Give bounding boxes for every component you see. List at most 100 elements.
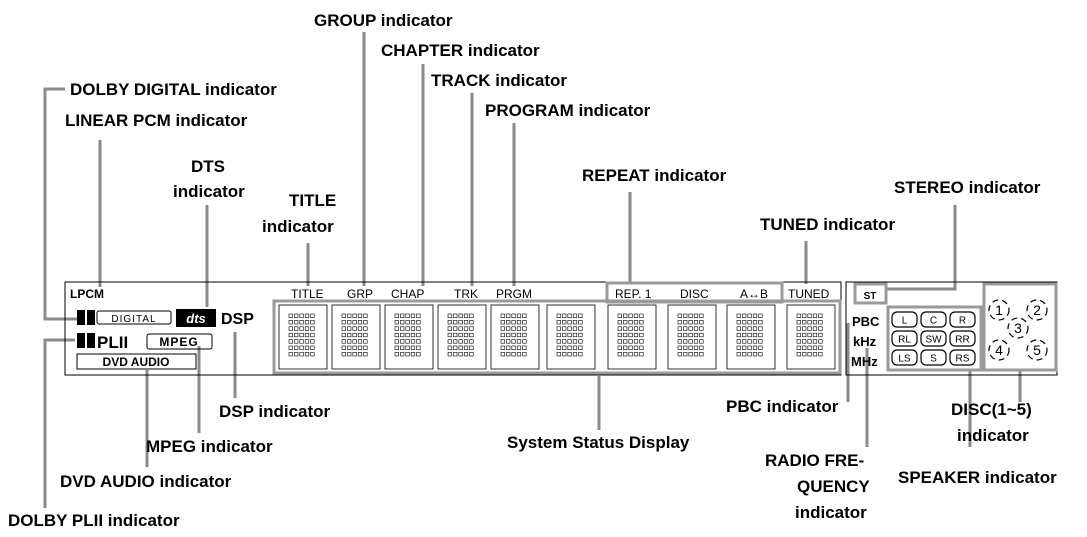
main-panel-border xyxy=(64,281,842,376)
callout-dts-1: DTS xyxy=(191,157,225,176)
dot-matrix-cell xyxy=(490,304,540,370)
callout-pbc: PBC indicator xyxy=(726,397,839,416)
dot-matrix-cells xyxy=(278,304,836,370)
disc-label: DISC xyxy=(680,287,709,301)
speaker-label: RS xyxy=(956,354,970,365)
speaker-sw-indicator: SW xyxy=(920,330,947,347)
grp-label: GRP xyxy=(347,287,373,301)
disc-number: 2 xyxy=(1033,302,1041,318)
dvd-audio-box xyxy=(76,353,197,370)
digital-label: DIGITAL xyxy=(111,314,156,325)
speaker-r-indicator: R xyxy=(949,311,976,328)
callout-dsp: DSP indicator xyxy=(219,402,331,421)
leader-stereo xyxy=(886,205,957,291)
disc-4-indicator: 4 xyxy=(988,339,1010,361)
tuned-label: TUNED xyxy=(788,287,830,301)
callout-labels: GROUP indicator CHAPTER indicator TRACK … xyxy=(8,11,1057,530)
speaker-ls-indicator: LS xyxy=(891,349,918,366)
disc-number: 3 xyxy=(1014,320,1022,336)
dot-matrix-cell xyxy=(331,304,381,370)
disc-frame xyxy=(982,282,1058,372)
disc-5-indicator: 5 xyxy=(1026,339,1048,361)
speaker-rl-indicator: RL xyxy=(891,330,918,347)
callout-chapter: CHAPTER indicator xyxy=(381,41,540,60)
dolby-d-right-icon xyxy=(87,310,95,325)
speaker-label: S xyxy=(930,354,937,365)
dts-logo: dts xyxy=(186,311,206,326)
lpcm-label: LPCM xyxy=(70,287,104,301)
callout-speaker: SPEAKER indicator xyxy=(898,468,1057,487)
callout-disc-1: DISC(1~5) xyxy=(951,400,1032,419)
dot-matrix-cell xyxy=(667,304,717,370)
dot-matrix-cell xyxy=(726,304,776,370)
callout-group: GROUP indicator xyxy=(314,11,453,30)
disc-3-indicator: 3 xyxy=(1007,317,1029,339)
khz-label: kHz xyxy=(853,334,877,349)
mpeg-box xyxy=(146,333,213,350)
callout-disc-2: indicator xyxy=(957,426,1029,445)
dts-logo-box xyxy=(176,309,216,327)
callout-radio-3: indicator xyxy=(795,503,867,522)
dolby-d-left-icon xyxy=(77,310,85,325)
callout-radio-1: RADIO FRE- xyxy=(765,451,864,470)
dot-matrix-cell xyxy=(384,304,434,370)
speaker-label: RL xyxy=(898,335,911,346)
callout-program: PROGRAM indicator xyxy=(485,101,651,120)
callout-repeat: REPEAT indicator xyxy=(582,166,727,185)
dot-matrix-cell xyxy=(546,304,596,370)
speaker-c-indicator: C xyxy=(920,311,947,328)
dot-matrix-cell xyxy=(278,304,328,370)
disc-numbers: 1 234 5 xyxy=(988,299,1048,361)
callout-title-1: TITLE xyxy=(289,191,336,210)
speaker-s-indicator: S xyxy=(920,349,947,366)
panel-frames xyxy=(64,281,1058,376)
ab-label: A↔B xyxy=(740,287,768,301)
disc-2-indicator: 2 xyxy=(1026,299,1048,321)
speaker-rr-indicator: RR xyxy=(949,330,976,347)
dolby-digital-logo xyxy=(77,310,95,325)
dolby-pl2-logo xyxy=(77,333,95,348)
callout-dolby-pl2: DOLBY PLII indicator xyxy=(8,511,180,530)
title-label: TITLE xyxy=(291,287,324,301)
speaker-rs-indicator: RS xyxy=(949,349,976,366)
dsp-label: DSP xyxy=(221,311,254,328)
callout-title-2: indicator xyxy=(262,217,334,236)
pl2-label: PLII xyxy=(97,333,128,352)
speaker-label: LS xyxy=(898,354,911,365)
dot-matrix-cell xyxy=(437,304,487,370)
callout-track: TRACK indicator xyxy=(431,71,567,90)
trk-label: TRK xyxy=(454,287,478,301)
leader-dolby-digital xyxy=(43,87,77,321)
callout-dvd-audio: DVD AUDIO indicator xyxy=(60,472,232,491)
dot-matrix-cell xyxy=(607,304,657,370)
speaker-label: SW xyxy=(925,335,942,346)
mpeg-label: MPEG xyxy=(159,335,198,349)
pl2-d-left-icon xyxy=(77,333,85,348)
callout-system-status: System Status Display xyxy=(507,433,690,452)
disc-number: 1 xyxy=(995,302,1003,318)
disc-number: 4 xyxy=(995,342,1003,358)
callout-dts-2: indicator xyxy=(173,182,245,201)
callout-mpeg: MPEG indicator xyxy=(146,437,273,456)
mhz-label: MHz xyxy=(851,354,878,369)
disc-number: 5 xyxy=(1033,342,1041,358)
stereo-frame xyxy=(853,282,888,305)
callout-stereo: STEREO indicator xyxy=(894,178,1041,197)
speaker-label: C xyxy=(930,316,937,327)
dvd-audio-label: DVD AUDIO xyxy=(103,355,170,369)
callout-radio-2: QUENCY xyxy=(797,477,870,496)
chap-label: CHAP xyxy=(391,287,424,301)
pl2-d-right-icon xyxy=(87,333,95,348)
callout-dolby-digital: DOLBY DIGITAL indicator xyxy=(70,80,277,99)
rep1-label: REP. 1 xyxy=(615,287,652,301)
prgm-label: PRGM xyxy=(496,287,532,301)
speaker-label: RR xyxy=(955,335,969,346)
callout-tuned: TUNED indicator xyxy=(760,215,895,234)
speaker-frame xyxy=(886,305,983,372)
speaker-label: L xyxy=(902,316,908,327)
speaker-grid: L C R RL SW RR LS S RS xyxy=(891,311,976,366)
system-status-frame xyxy=(272,299,842,375)
dot-matrix-cell xyxy=(786,304,836,370)
st-label: ST xyxy=(864,291,877,302)
